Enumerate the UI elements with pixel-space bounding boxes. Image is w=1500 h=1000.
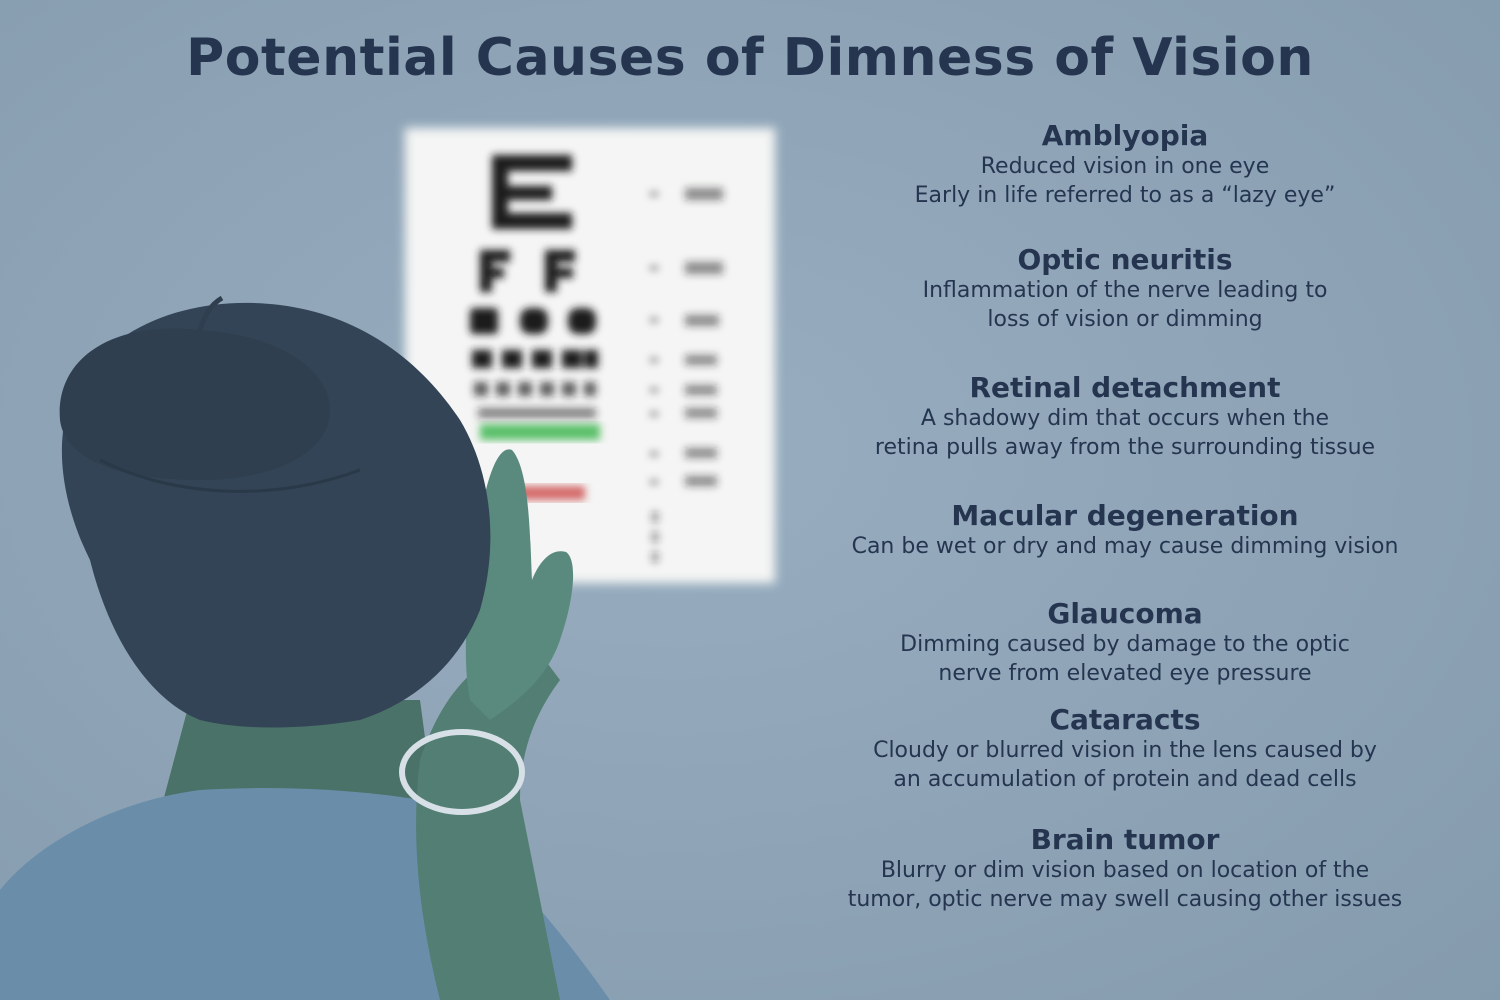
cause-description-line: Can be wet or dry and may cause dimming … (851, 534, 1399, 559)
cause-description-line: retina pulls away from the surrounding t… (874, 435, 1376, 460)
person-illustration (0, 295, 610, 1000)
chart-right-column (650, 188, 723, 562)
cause-description-line: Cloudy or blurred vision in the lens cau… (873, 738, 1377, 763)
hair-strand (197, 295, 224, 331)
chart-green-line (480, 424, 600, 440)
chart-row-2 (480, 250, 575, 292)
cause-title: Retinal detachment (969, 371, 1281, 404)
cause-description-line: Early in life referred to as a “lazy eye… (914, 183, 1336, 208)
hair-bun (59, 328, 330, 480)
cause-description-line: tumor, optic nerve may swell causing oth… (847, 887, 1403, 912)
cause-amblyopia: Amblyopia Reduced vision in one eye Earl… (800, 120, 1450, 210)
chart-row-6 (478, 408, 596, 418)
cause-cataracts: Cataracts Cloudy or blurred vision in th… (800, 704, 1450, 794)
cause-title: Glaucoma (1047, 597, 1203, 630)
cause-description-line: Blurry or dim vision based on location o… (880, 858, 1370, 883)
cause-retinal-detachment: Retinal detachment A shadowy dim that oc… (800, 372, 1450, 462)
chart-row-3 (470, 308, 596, 334)
cause-description-line: Reduced vision in one eye (980, 154, 1270, 179)
chart-letter-e (492, 155, 572, 229)
cause-title: Amblyopia (1041, 119, 1209, 152)
cause-title: Cataracts (1049, 703, 1201, 736)
cause-description-line: Inflammation of the nerve leading to (922, 278, 1328, 303)
cause-title: Brain tumor (1030, 823, 1220, 856)
cause-glaucoma: Glaucoma Dimming caused by damage to the… (800, 598, 1450, 688)
hair-texture (99, 458, 361, 493)
hand (465, 449, 574, 720)
bracelet-icon (399, 729, 525, 815)
cause-description-line: Dimming caused by damage to the optic (900, 632, 1350, 657)
chart-row-4 (472, 350, 598, 368)
page-title: Potential Causes of Dimness of Vision (186, 28, 1314, 88)
cause-description-line: loss of vision or dimming (987, 307, 1263, 332)
cause-description-line: nerve from elevated eye pressure (938, 661, 1312, 686)
cause-description-line: A shadowy dim that occurs when the (920, 406, 1330, 431)
chart-row-5 (474, 382, 596, 396)
cause-title: Optic neuritis (1017, 243, 1233, 276)
cause-description-line: an accumulation of protein and dead cell… (893, 767, 1357, 792)
cause-brain-tumor: Brain tumor Blurry or dim vision based o… (800, 824, 1450, 914)
cause-macular-degeneration: Macular degeneration Can be wet or dry a… (800, 500, 1450, 561)
cause-optic-neuritis: Optic neuritis Inflammation of the nerve… (800, 244, 1450, 334)
cause-title: Macular degeneration (951, 499, 1299, 532)
